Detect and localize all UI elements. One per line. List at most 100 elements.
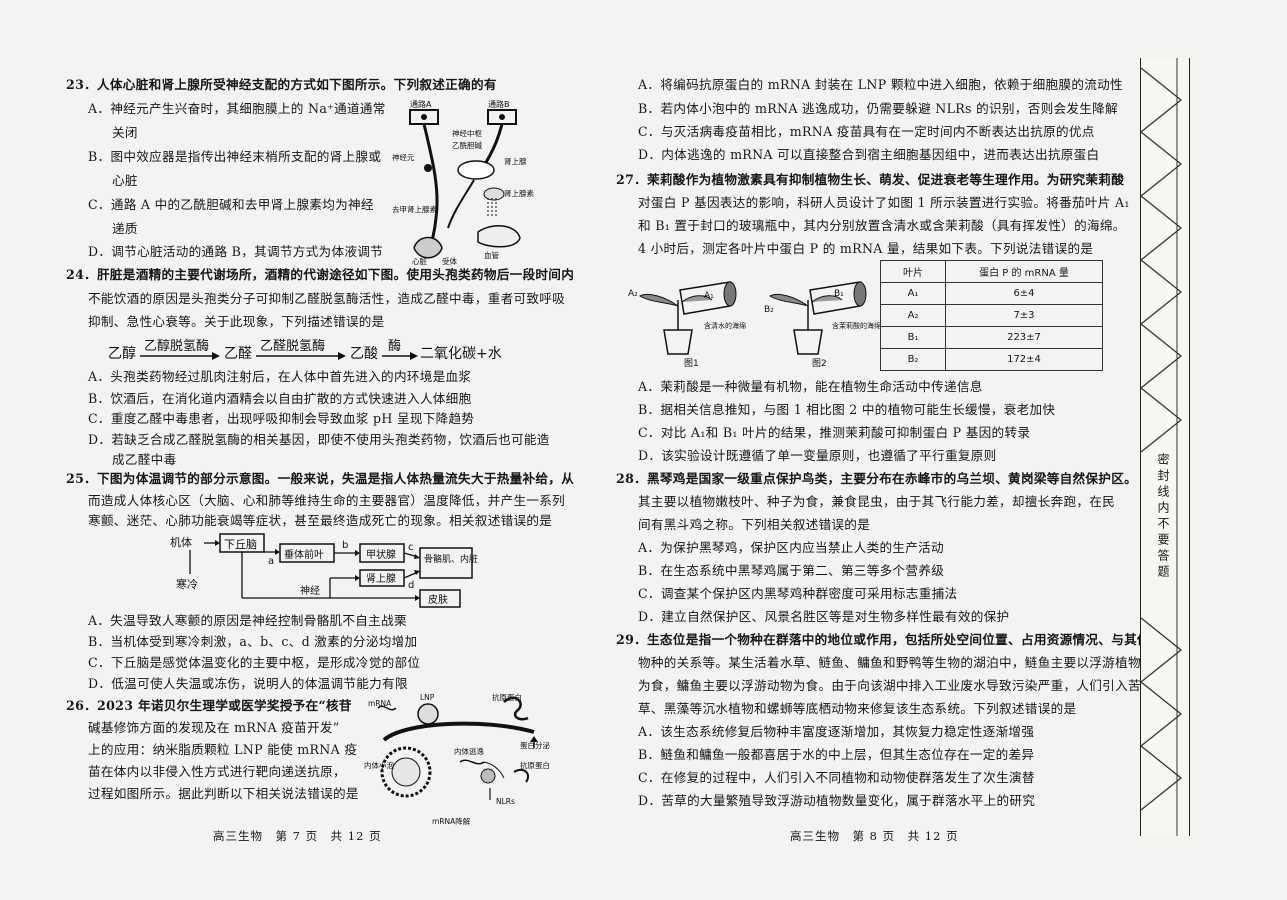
q24-stem-3: 抑制、急性心衰等。关于此现象，下列描述错误的是 (88, 314, 385, 329)
q28-stem-3: 间有黑斗鸡之称。下列相关叙述错误的是 (638, 517, 871, 532)
q26-stem-5: 过程如图所示。据此判断以下相关说法错误的是 (88, 786, 359, 801)
q24-stem-1: 24．肝脏是酒精的主要代谢场所，酒精的代谢途径如下图。使用头孢类药物后一段时间内 (66, 267, 575, 282)
q23-option-d: D．调节心脏活动的通路 B，其调节方式为体液调节 (88, 244, 384, 259)
q27-stem-4: 4 小时后，测定各叶片中蛋白 P 的 mRNA 量，结果如下表。下列说法错误的是 (638, 241, 1094, 256)
q26-label-antigen2: 抗原蛋白 (520, 760, 550, 770)
left-page-footer: 高三生物 第 7 页 共 12 页 (213, 829, 382, 843)
q24-stem-2: 不能饮酒的原因是头孢类分子可抑制乙醛脱氢酶活性，造成乙醛中毒，重者可致呼吸 (88, 291, 566, 306)
q29-stem-2: 物种的关系等。某生活着水草、鲢鱼、鳙鱼和野鸭等生物的湖泊中，鲢鱼主要以浮游植物 (638, 655, 1141, 670)
q23-label-receptor: 受体 (442, 256, 457, 266)
q25-label-adrenal: 肾上腺 (366, 572, 396, 585)
q27-label-sponge-water: 含清水的海绵 (704, 321, 746, 330)
q25-option-c: C．下丘脑是感觉体温变化的主要中枢，是形成冷觉的部位 (88, 655, 421, 670)
q28-option-c: C．调查某个保护区内黑琴鸡种群密度可采用标志重捕法 (638, 586, 958, 601)
q26-label-nlrs: NLRs (496, 797, 515, 806)
q26-label-endosome: 内体小泡 (364, 760, 394, 770)
table-cell: 7±3 (945, 304, 1103, 327)
q23-label-ach: 乙酰胆碱 (452, 140, 482, 150)
q27-option-b: B．据相关信息推知，与图 1 相比图 2 中的植物可能生长缓慢，衰老加快 (638, 402, 1056, 417)
q28-option-b: B．在生态系统中黑琴鸡属于第二、第三等多个营养级 (638, 563, 945, 578)
q26-stem-4: 苗在体内以非侵入性方式进行靶向递送抗原， (88, 764, 346, 779)
binding-chevron-pattern (1141, 58, 1183, 836)
q27-jar-figure: A₂ A₁ B₂ B₁ 含清水的海绵 含茉莉酸的海绵 图1 图2 (626, 266, 880, 370)
q23-label-path-a: 通路A (410, 99, 432, 109)
q26-label-degrade: mRNA降解 (432, 816, 471, 826)
table-header-cell: 蛋白 P 的 mRNA 量 (945, 260, 1103, 283)
q26-label-lnp: LNP (420, 693, 435, 702)
q27-label-a2: A₂ (628, 289, 638, 299)
q25-label-b: b (342, 540, 348, 551)
binding-strip: 密封线内不要答题 (1140, 58, 1190, 836)
table-row: B₂ 172±4 (880, 348, 1103, 371)
q24-acetaldehyde: 乙醛 (224, 346, 252, 362)
q29-stem-1: 29．生态位是指一个物种在群落中的地位或作用，包括所处空间位置、占用资源情况、与… (616, 632, 1150, 647)
q26-stem-1: 26．2023 年诺贝尔生理学或医学奖授予在“核苷 (66, 698, 352, 713)
q25-label-hypothalamus: 下丘脑 (224, 538, 257, 551)
table-row: A₁ 6±4 (880, 282, 1103, 305)
q24-option-b: B．饮酒后，在消化道内酒精会以自由扩散的方式快速进入人体细胞 (88, 391, 472, 406)
table-cell: B₁ (880, 326, 946, 349)
q25-label-cold: 寒冷 (176, 577, 198, 591)
q27-option-c: C．对比 A₁和 B₁ 叶片的结果，推测茉莉酸可抑制蛋白 P 基因的转录 (638, 425, 1031, 440)
q29-option-b: B．鲢鱼和鳙鱼一般都喜居于水的中上层，但其生态位存在一定的差异 (638, 747, 1035, 762)
q27-label-fig1: 图1 (684, 358, 699, 369)
table-cell: A₁ (880, 282, 946, 305)
q23-option-b-cont: 心脏 (112, 173, 138, 188)
table-cell: 6±4 (945, 282, 1103, 305)
q25-label-pituitary: 垂体前叶 (284, 548, 324, 561)
table-row: A₂ 7±3 (880, 304, 1103, 327)
q25-label-body: 机体 (170, 535, 192, 549)
q26-stem-2: 碱基修饰方面的发现及在 mRNA 疫苗开发” (88, 720, 340, 735)
q28-option-a: A．为保护黑琴鸡，保护区内应当禁止人类的生产活动 (638, 540, 944, 555)
q27-option-a: A．茉莉酸是一种微量有机物，能在植物生命活动中传递信息 (638, 379, 983, 394)
q25-label-muscle: 骨骼肌、内脏 (424, 553, 478, 565)
q24-pathway: 乙醇 乙醇脱氢酶 乙醛 乙醛脱氢酶 乙酸 酶 二氧化碳+水 (108, 336, 508, 366)
q23-label-neuron: 神经元 (392, 152, 415, 162)
q23-option-c: C．通路 A 中的乙酰胆碱和去甲肾上腺素均为神经 (88, 197, 374, 212)
q25-stem-2: 而造成人体核心区（大脑、心和肺等维持生命的主要器官）温度降低，并产生一系列 (88, 493, 566, 508)
q24-option-d: D．若缺乏合成乙醛脱氢酶的相关基因，即使不使用头孢类药物，饮酒后也可能造 (88, 432, 550, 447)
table-header-cell: 叶片 (880, 260, 946, 283)
q23-option-c-cont: 递质 (112, 221, 138, 236)
q23-label-hormone: 肾上腺素 (504, 188, 534, 198)
q24-option-c: C．重度乙醛中毒患者，出现呼吸抑制会导致血浆 pH 呈现下降趋势 (88, 411, 475, 426)
q27-label-fig2: 图2 (812, 358, 827, 369)
table-cell: 223±7 (945, 326, 1103, 349)
q27-label-b1: B₁ (834, 289, 844, 299)
q26-label-secretion: 蛋白分泌 (520, 740, 550, 750)
q25-label-thyroid: 甲状腺 (366, 548, 396, 561)
q24-acetic-acid: 乙酸 (350, 346, 378, 362)
q29-stem-4: 草、黑藻等沉水植物和螺蛳等底栖动物来修复该生态系统。下列叙述错误的是 (638, 701, 1077, 716)
q23-nerve-figure: 通路A 通路B 神经中枢 乙酰胆碱 神经元 肾上腺 肾上腺素 去甲肾上腺素 心脏… (392, 98, 550, 266)
q29-option-c: C．在修复的过程中，人们引入不同植物和动物使群落发生了次生演替 (638, 770, 1035, 785)
q23-option-b: B．图中效应器是指传出神经末梢所支配的肾上腺或 (88, 149, 382, 164)
q23-label-adrenal: 肾上腺 (504, 156, 527, 166)
q27-stem-2: 对蛋白 P 基因表达的影响，科研人员设计了如图 1 所示装置进行实验。将番茄叶片… (638, 195, 1130, 210)
table-row: B₁ 223±7 (880, 326, 1103, 349)
q25-stem-1: 25．下图为体温调节的部分示意图。一般来说，失温是指人体热量流失大于热量补给，从 (66, 471, 575, 486)
q23-option-a-cont: 关闭 (112, 125, 138, 140)
q29-option-d: D．苦草的大量繁殖导致浮游动植物数量变化，属于群落水平上的研究 (638, 793, 1036, 808)
q29-option-a: A．该生态系统修复后物种丰富度逐渐增加，其恢复力稳定性逐渐增强 (638, 724, 1035, 739)
table-header-row: 叶片 蛋白 P 的 mRNA 量 (880, 260, 1103, 283)
q25-option-a: A．失温导致人寒颤的原因是神经控制骨骼肌不自主战栗 (88, 613, 407, 628)
q25-stem-3: 寒颤、迷茫、心肺功能衰竭等症状，甚至最终造成死亡的现象。相关叙述错误的是 (88, 513, 553, 528)
q25-label-d: d (408, 580, 414, 591)
q23-label-heart: 心脏 (412, 256, 427, 266)
table-cell: 172±4 (945, 348, 1103, 371)
q26-option-a: A．将编码抗原蛋白的 mRNA 封装在 LNP 颗粒中进入细胞，依赖于细胞膜的流… (638, 77, 1123, 92)
q26-label-antigen: 抗原蛋白 (492, 692, 522, 702)
q25-label-c: c (408, 542, 414, 553)
q26-stem-3: 上的应用：纳米脂质颗粒 LNP 能使 mRNA 疫 (88, 742, 358, 757)
q25-label-nerve: 神经 (300, 584, 320, 597)
q27-label-sponge-ja: 含茉莉酸的海绵 (832, 321, 880, 330)
q27-label-a1: A₁ (704, 291, 714, 301)
q27-option-d: D．该实验设计既遵循了单一变量原则，也遵循了平行重复原则 (638, 448, 997, 463)
q26-mrna-figure: mRNA LNP 抗原蛋白 内体逃逸 内体小泡 蛋白分泌 抗原蛋白 NLRs m… (364, 692, 560, 828)
q23-label-center: 神经中枢 (452, 128, 482, 138)
q24-enzyme-1: 乙醇脱氢酶 (144, 338, 209, 354)
q24-enzyme-2: 乙醛脱氢酶 (260, 338, 325, 354)
q25-option-b: B．当机体受到寒冷刺激，a、b、c、d 激素的分泌均增加 (88, 634, 418, 649)
table-cell: B₂ (880, 348, 946, 371)
q27-stem-3: 和 B₁ 置于封口的玻璃瓶中，其内分别放置含清水或含茉莉酸（具有挥发性）的海绵。 (638, 218, 1126, 233)
